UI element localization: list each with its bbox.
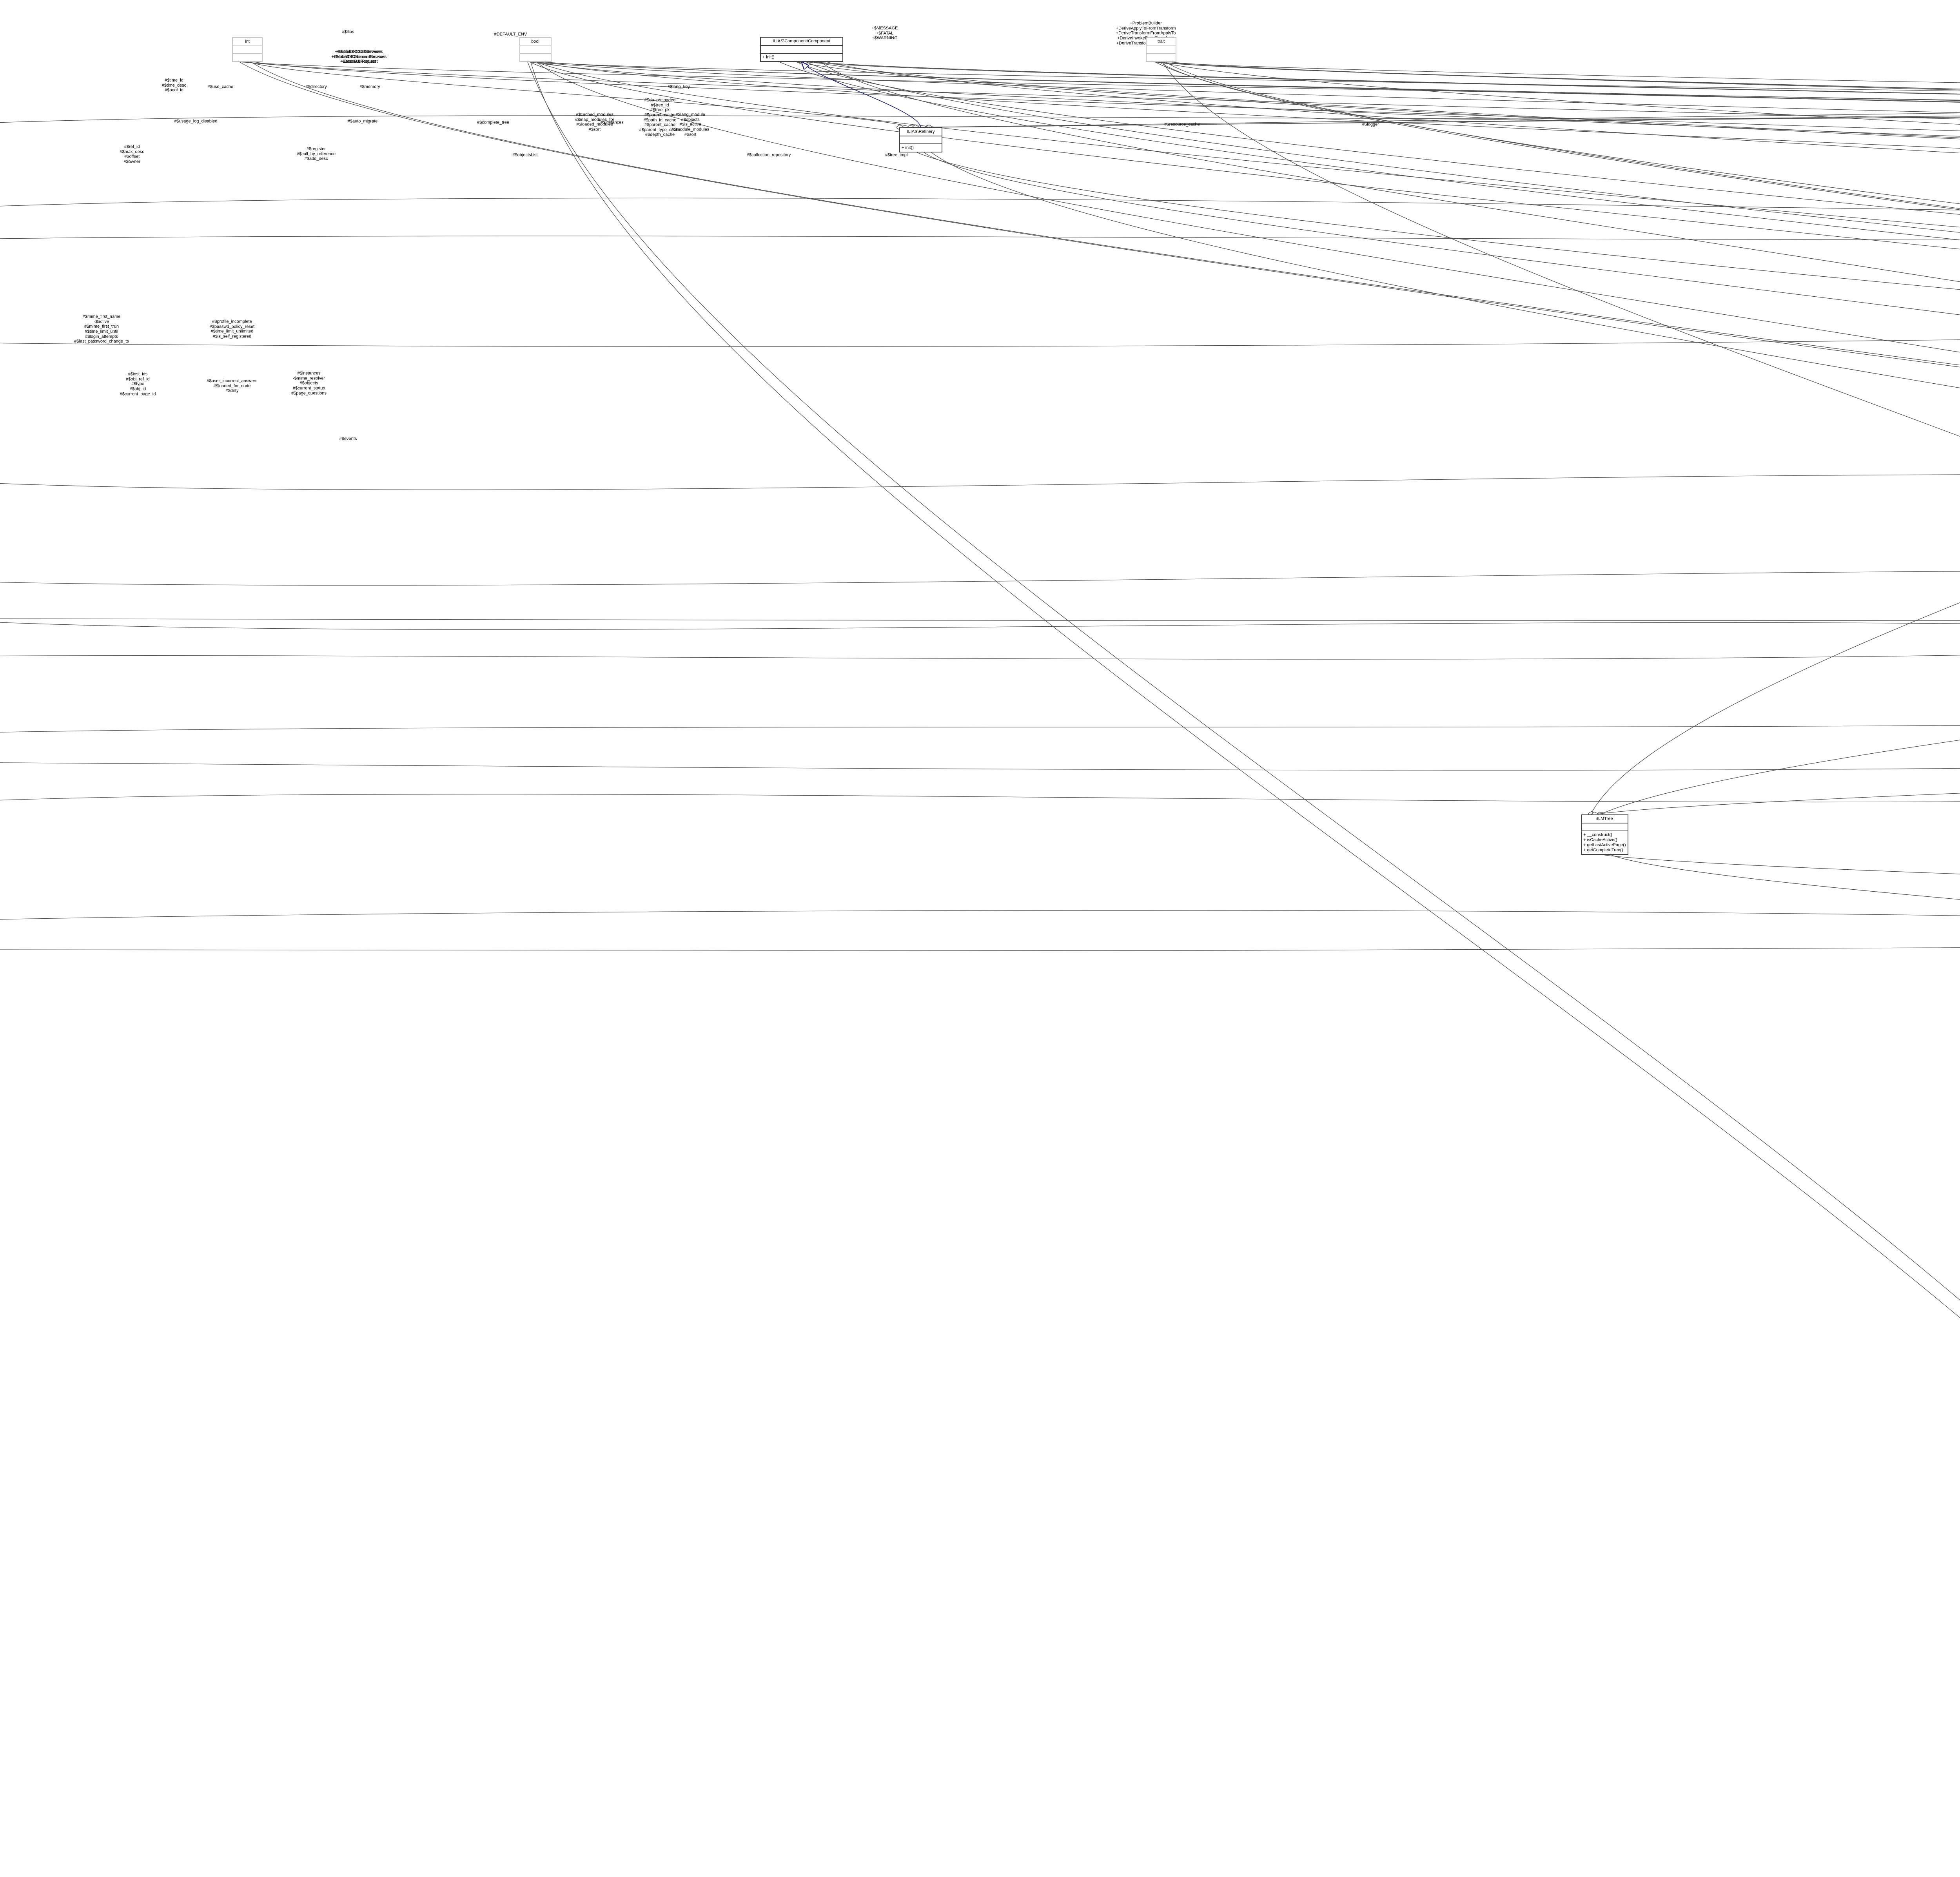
edge-label: #$time_id #$time_desc #$pool_id <box>162 78 187 93</box>
class-title: ILIAS\Refinery <box>900 128 942 136</box>
operation-row: + getLastActivePage() <box>1583 842 1626 847</box>
edge-label: #DEFAULT_ENV <box>494 32 527 37</box>
operation-row: + getCompleteTree() <box>1583 847 1623 852</box>
edge-label: #$collection_repository <box>746 152 791 158</box>
class-operations: + __construct()+ isCacheActive()+ getLas… <box>1582 831 1628 854</box>
edge-label: #$directory <box>305 84 327 89</box>
edge-label: #$lang_key <box>668 84 690 89</box>
edge-label: #$user_incorrect_answers #$loaded_for_no… <box>207 379 258 394</box>
edge-label: #$mime_first_name -$active #$mime_first_… <box>74 314 129 344</box>
edge-label: #$usage_log_disabled <box>174 119 218 124</box>
edge-label: +$MESSAGE +$FATAL +$WARNING <box>871 26 898 41</box>
edge-label: #$resource_cache <box>1164 122 1200 127</box>
edge-label: +GlobalDICCUIServices +GlobalDICDomainSe… <box>332 49 387 64</box>
edge-label: #$inst_ids #$obj_ref_id #$type #$obj_id … <box>120 372 156 396</box>
edge-label: #$db_preloaded #$tree_id #$tree_pk #$par… <box>639 98 681 137</box>
edge-label: #$use_cache <box>207 84 234 89</box>
class-operations <box>233 54 262 61</box>
edge-label: #$tree_impl <box>885 152 908 158</box>
class-attributes <box>1582 823 1628 831</box>
edge-label: #$cached_modules #$map_modules_for #$loa… <box>575 112 615 132</box>
edge-label: #$profile_incomplete #$passwd_policy_res… <box>209 319 255 339</box>
operation-row: + isCacheActive() <box>1583 837 1617 842</box>
edge-label: #$complete_tree <box>477 120 509 125</box>
class-operations: + init() <box>900 144 942 152</box>
edge-label: #$memory <box>359 84 380 89</box>
edge-label: #$lang_module #$objects #$ls_active #$mo… <box>671 112 710 137</box>
edge-label: #$logger <box>1362 122 1379 127</box>
operation-row: + init() <box>762 54 775 60</box>
class-node-trait[interactable]: trait <box>1146 37 1176 62</box>
class-attributes <box>1147 46 1176 54</box>
class-title: trait <box>1147 38 1176 46</box>
class-title: bool <box>520 38 551 46</box>
class-attributes <box>900 136 942 144</box>
operation-row: + init() <box>902 145 914 150</box>
edge-label: #$instances -$mime_resolver #$objects #$… <box>291 371 327 395</box>
class-node-int[interactable]: int <box>232 37 263 62</box>
edge-label: #$objectsList <box>512 152 538 158</box>
edge-label: #$ilias <box>342 29 354 34</box>
edge-label: #$events <box>339 436 357 441</box>
edge-label: +GlobalDICGUIServices +GlobalDICDomainSe… <box>331 49 385 64</box>
class-attributes <box>233 46 262 54</box>
class-node-ilLMTree[interactable]: ilLMTree + __construct()+ isCacheActive()… <box>1581 814 1628 855</box>
class-title: ILIAS\Component\Component <box>760 38 842 46</box>
class-attributes <box>760 46 842 54</box>
class-node-ILIAS_Refinery[interactable]: ILIAS\Refinery + init() <box>899 127 942 152</box>
class-operations <box>520 54 551 61</box>
operation-row: + __construct() <box>1583 832 1612 837</box>
class-node-ILIAS_Component_Component[interactable]: ILIAS\Component\Component + init() <box>760 37 843 62</box>
edge-label: #$ref_id #$max_desc #$offset #$owner <box>120 144 144 164</box>
class-node-bool[interactable]: bool <box>519 37 552 62</box>
edge-label: #$instances <box>601 120 624 125</box>
edge-label: #$register #$cull_by_reference #$add_des… <box>297 147 336 161</box>
class-title: int <box>233 38 262 46</box>
class-title: ilLMTree <box>1582 815 1628 823</box>
class-operations: + init() <box>761 54 842 61</box>
class-attributes <box>520 46 551 54</box>
class-operations <box>1147 54 1176 61</box>
edge-label: #$auto_migrate <box>347 119 378 124</box>
